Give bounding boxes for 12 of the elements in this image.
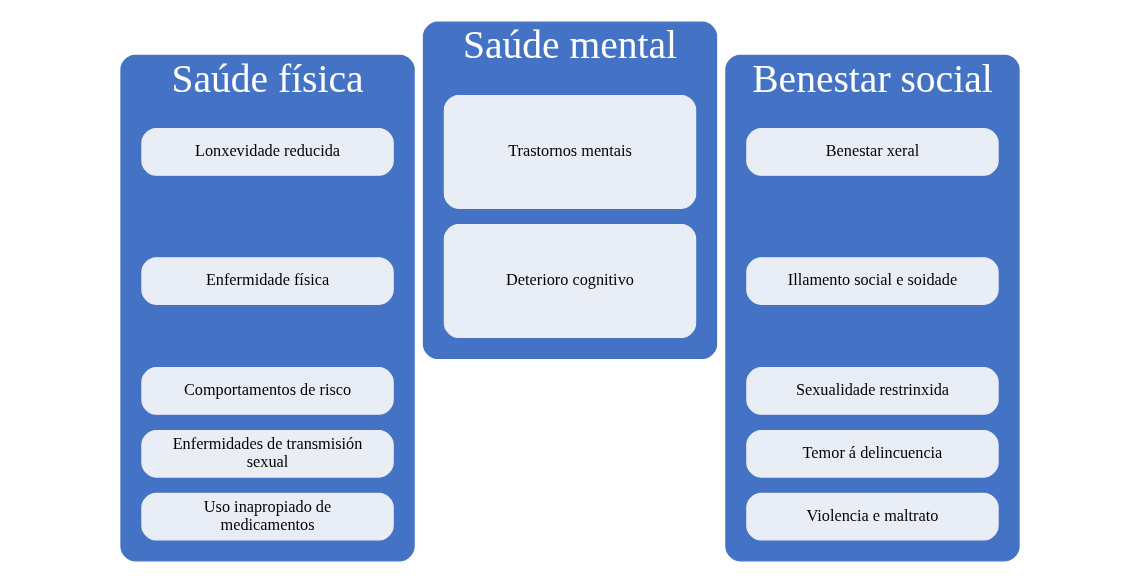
node-box: Comportamentos de risco [141, 367, 394, 415]
node-box: Enfermidades de transmisión sexual [141, 429, 394, 478]
node-box: Temor á delincuencia [746, 429, 999, 478]
node-box: Benestar xeral [746, 128, 999, 176]
node-box: Lonxevidade reducida [141, 128, 394, 176]
node-box: Deterioro cognitivo [443, 224, 697, 339]
node-box: Trastornos mentais [443, 94, 697, 209]
node-box: Uso inapropiado de medicamentos [141, 492, 394, 541]
node-box: Violencia e maltrato [746, 492, 999, 541]
node-box: Illamento social e soidade [746, 257, 999, 305]
node-box: Enfermidade física [141, 257, 394, 305]
node-box: Sexualidade restrinxida [746, 367, 999, 415]
